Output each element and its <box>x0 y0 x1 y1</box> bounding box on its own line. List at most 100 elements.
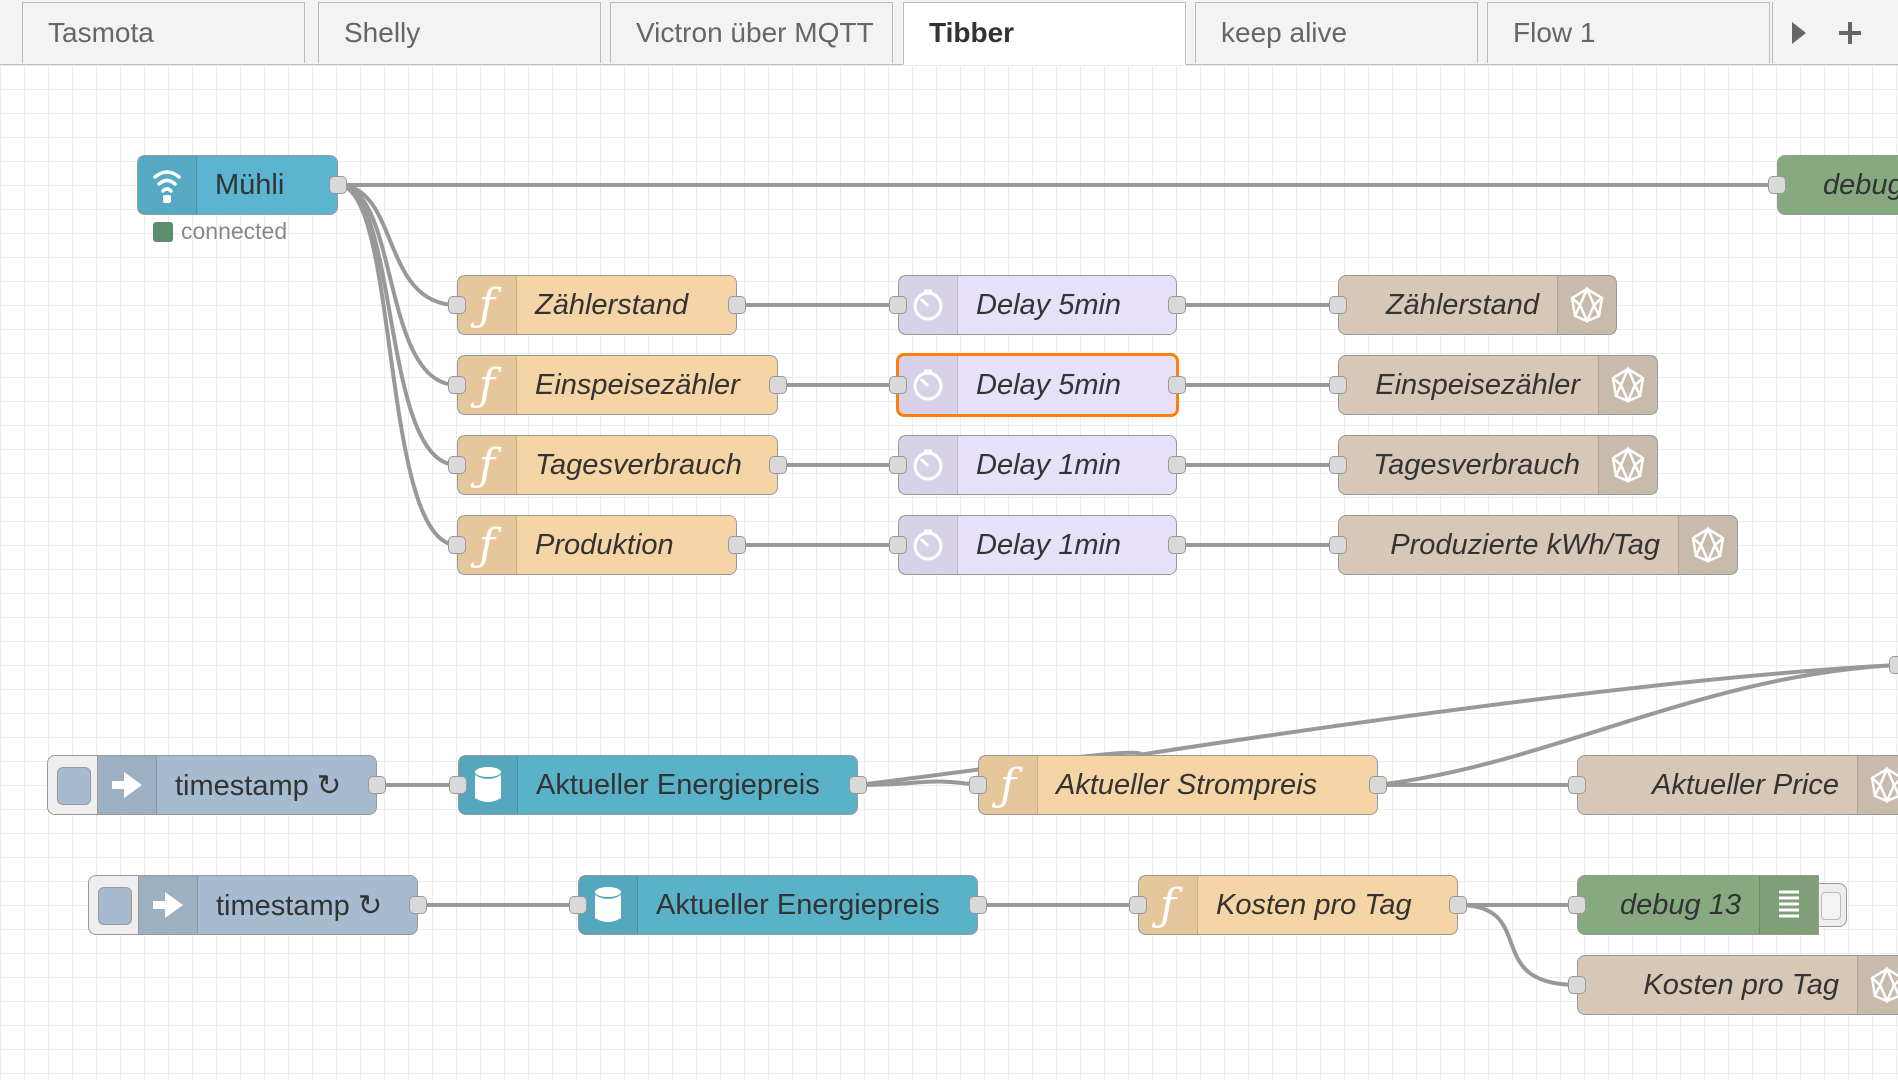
input-port[interactable] <box>448 376 466 394</box>
inject-node-1[interactable]: timestamp ↻ <box>97 755 386 815</box>
dashboard-gem-icon <box>1598 356 1657 414</box>
tab-flow-1[interactable]: Flow 1 <box>1487 2 1770 63</box>
tab-tasmota[interactable]: Tasmota <box>22 2 305 63</box>
input-port[interactable] <box>1568 776 1586 794</box>
output-port[interactable] <box>1369 776 1387 794</box>
wire <box>336 183 459 387</box>
input-port[interactable] <box>1329 376 1347 394</box>
function-icon: ƒ <box>458 436 517 494</box>
output-port[interactable] <box>1168 456 1186 474</box>
workspace-tab-bar: Tasmota Shelly Victron über MQTT Tibber … <box>0 0 1898 65</box>
ui-output-node-aktueller-price[interactable]: Aktueller Price <box>1568 755 1898 815</box>
function-icon: ƒ <box>458 516 517 574</box>
flow-workspace[interactable]: Mühli connected debug ƒ Zählerstand ƒ Ei… <box>0 65 1898 1080</box>
node-label: timestamp ↻ <box>216 889 383 922</box>
input-port[interactable] <box>889 376 907 394</box>
function-node-einspeisezaehler[interactable]: ƒ Einspeisezähler <box>448 355 787 415</box>
ui-output-node-produzierte[interactable]: Produzierte kWh/Tag <box>1329 515 1738 575</box>
output-port[interactable] <box>1449 896 1467 914</box>
wire <box>1375 663 1898 787</box>
function-node-tagesverbrauch[interactable]: ƒ Tagesverbrauch <box>448 435 787 495</box>
input-port[interactable] <box>448 456 466 474</box>
input-port[interactable] <box>569 896 587 914</box>
output-port[interactable] <box>368 776 386 794</box>
timer-icon <box>899 436 958 494</box>
function-node-aktueller-strompreis[interactable]: ƒ Aktueller Strompreis <box>969 755 1387 815</box>
dashboard-gem-icon <box>1857 756 1898 814</box>
debug-toggle-button[interactable] <box>1819 883 1847 927</box>
input-port[interactable] <box>1329 536 1347 554</box>
wifi-icon <box>138 156 197 214</box>
node-label: Tagesverbrauch <box>535 448 742 481</box>
input-port[interactable] <box>1568 896 1586 914</box>
function-icon: ƒ <box>979 756 1038 814</box>
inject-trigger-button[interactable] <box>88 875 138 935</box>
output-port[interactable] <box>849 776 867 794</box>
tibber-query-node-1[interactable]: Aktueller Energiepreis <box>449 755 867 815</box>
tab-shelly[interactable]: Shelly <box>318 2 601 63</box>
function-node-zaehlerstand[interactable]: ƒ Zählerstand <box>448 275 746 335</box>
node-label: Zählerstand <box>1385 288 1539 321</box>
input-port[interactable] <box>1129 896 1147 914</box>
dashboard-gem-icon <box>1598 436 1657 494</box>
tab-keep-alive[interactable]: keep alive <box>1195 2 1478 63</box>
offscreen-node-port[interactable] <box>1889 656 1898 674</box>
dashboard-gem-icon <box>1557 276 1616 334</box>
inject-trigger-button[interactable] <box>47 755 97 815</box>
input-port[interactable] <box>1329 296 1347 314</box>
node-label: Zählerstand <box>535 288 689 321</box>
debug-node[interactable]: debug <box>1768 155 1898 215</box>
delay-node-4[interactable]: Delay 1min <box>889 515 1186 575</box>
node-label: Aktueller Strompreis <box>1056 768 1318 801</box>
output-port[interactable] <box>728 536 746 554</box>
input-port[interactable] <box>448 296 466 314</box>
ui-output-node-zaehlerstand[interactable]: Zählerstand <box>1329 275 1617 335</box>
function-icon: ƒ <box>1139 876 1198 934</box>
output-port[interactable] <box>329 176 347 194</box>
node-label: Delay 5min <box>976 288 1122 321</box>
node-label: timestamp ↻ <box>175 769 342 802</box>
timer-icon <box>899 516 958 574</box>
input-port[interactable] <box>889 456 907 474</box>
input-port[interactable] <box>448 536 466 554</box>
wire <box>856 779 980 787</box>
function-node-kosten-pro-tag[interactable]: ƒ Kosten pro Tag <box>1129 875 1467 935</box>
input-port[interactable] <box>889 296 907 314</box>
tibber-query-node-2[interactable]: Aktueller Energiepreis <box>569 875 987 935</box>
mqtt-in-node[interactable]: Mühli <box>137 155 347 215</box>
input-port[interactable] <box>969 776 987 794</box>
delay-node-1[interactable]: Delay 5min <box>889 275 1186 335</box>
output-port[interactable] <box>728 296 746 314</box>
ui-output-node-tagesverbrauch[interactable]: Tagesverbrauch <box>1329 435 1658 495</box>
output-port[interactable] <box>409 896 427 914</box>
dashboard-gem-icon <box>1857 956 1898 1014</box>
ui-output-node-kosten-pro-tag[interactable]: Kosten pro Tag <box>1568 955 1898 1015</box>
input-port[interactable] <box>1329 456 1347 474</box>
input-port[interactable] <box>1568 976 1586 994</box>
ui-output-node-einspeisezaehler[interactable]: Einspeisezähler <box>1329 355 1658 415</box>
tab-victron-mqtt[interactable]: Victron über MQTT <box>610 2 893 63</box>
node-label: Mühli <box>215 168 285 201</box>
delay-node-2[interactable]: Delay 5min <box>889 353 1186 417</box>
debug-13-node[interactable]: debug 13 <box>1568 875 1819 935</box>
node-label: debug <box>1823 168 1898 201</box>
node-label: Delay 1min <box>976 448 1122 481</box>
function-node-produktion[interactable]: ƒ Produktion <box>448 515 746 575</box>
output-port[interactable] <box>1168 536 1186 554</box>
input-port[interactable] <box>449 776 467 794</box>
output-port[interactable] <box>769 376 787 394</box>
tab-tibber[interactable]: Tibber <box>903 2 1186 65</box>
database-icon <box>459 756 518 814</box>
inject-node-2[interactable]: timestamp ↻ <box>138 875 427 935</box>
output-port[interactable] <box>1168 376 1186 394</box>
input-port[interactable] <box>1768 176 1786 194</box>
function-icon: ƒ <box>458 356 517 414</box>
delay-node-3[interactable]: Delay 1min <box>889 435 1186 495</box>
output-port[interactable] <box>1168 296 1186 314</box>
node-label: Kosten pro Tag <box>1216 888 1412 921</box>
input-port[interactable] <box>889 536 907 554</box>
scroll-tabs-right-button[interactable] <box>1772 2 1825 63</box>
output-port[interactable] <box>769 456 787 474</box>
output-port[interactable] <box>969 896 987 914</box>
add-flow-button[interactable] <box>1824 2 1876 63</box>
